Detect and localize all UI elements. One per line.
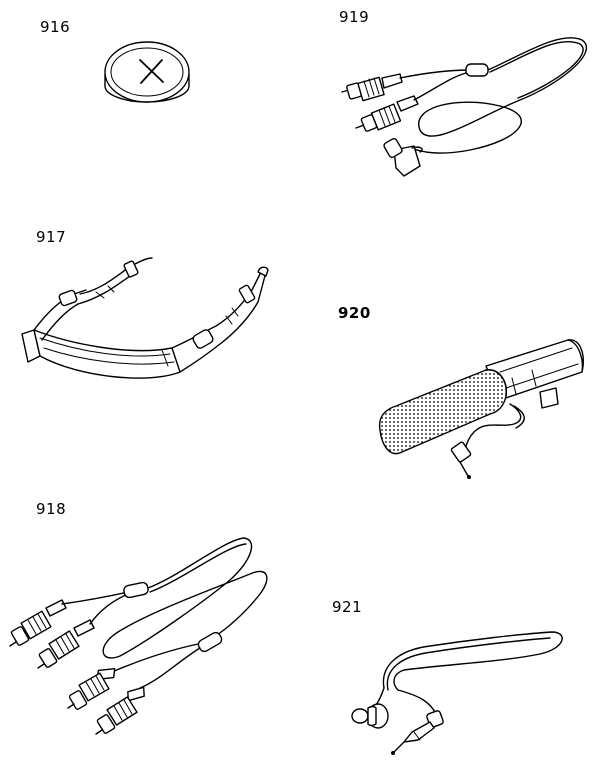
part-label-917: 917 xyxy=(36,228,67,246)
headband-illustration xyxy=(22,258,268,378)
earphone-illustration xyxy=(352,632,562,755)
part-label-916: 916 xyxy=(40,18,71,36)
part-label-921: 921 xyxy=(332,598,363,616)
part-label-918: 918 xyxy=(36,500,67,518)
part-label-920: 920 xyxy=(338,304,371,322)
microphone-illustration xyxy=(380,340,584,479)
av-cable-double-illustration xyxy=(342,38,586,176)
button-battery-illustration xyxy=(105,42,189,102)
av-cable-triple-illustration xyxy=(10,538,267,734)
part-label-919: 919 xyxy=(339,8,370,26)
